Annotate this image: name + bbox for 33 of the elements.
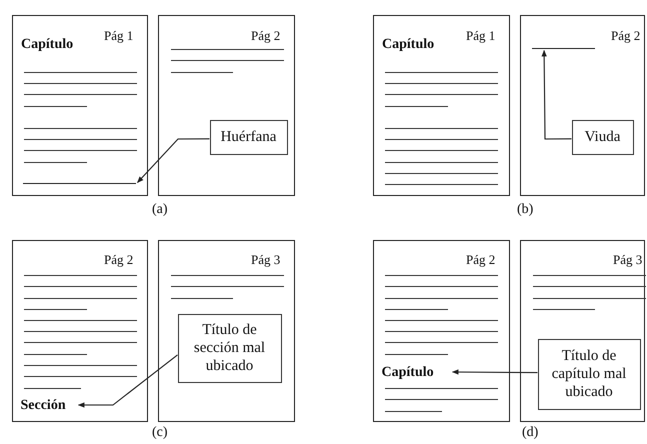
page-number: Pág 3 <box>251 252 280 268</box>
page-outline <box>12 15 148 196</box>
page-outline <box>520 240 645 422</box>
arrow <box>452 369 538 375</box>
callout-box: Título de capítulo mal ubicado <box>538 338 640 410</box>
page-number: Pág 1 <box>466 28 496 44</box>
heading-text: Capítulo <box>382 362 450 382</box>
callout-box: Viuda <box>572 120 634 154</box>
page-number: Pág 2 <box>611 28 640 44</box>
heading-text: Sección <box>20 396 76 414</box>
chapter-heading: Capítulo <box>21 37 74 53</box>
page-outline <box>520 15 645 196</box>
page-number: Pág 2 <box>104 252 134 268</box>
arrow <box>542 50 572 140</box>
chapter-heading: Capítulo <box>382 37 434 53</box>
page-number: Pág 3 <box>613 252 642 268</box>
page-outline <box>158 240 295 422</box>
page-outline <box>373 240 510 422</box>
page-outline <box>373 15 510 196</box>
arrow <box>137 138 210 183</box>
page-number: Pág 2 <box>466 252 496 268</box>
page-number: Pág 1 <box>104 28 134 44</box>
page-number: Pág 2 <box>251 28 280 44</box>
page-outline <box>12 240 148 422</box>
callout-box: Título de sección mal ubicado <box>178 314 282 382</box>
text-line <box>22 182 136 184</box>
arrow <box>78 354 178 408</box>
panel-label: (b) <box>517 202 534 218</box>
page-outline <box>158 15 295 196</box>
panel-label: (a) <box>152 202 168 218</box>
panel-label: (d) <box>522 425 538 441</box>
panel-label: (c) <box>152 425 168 441</box>
callout-box: Huérfana <box>210 120 288 154</box>
